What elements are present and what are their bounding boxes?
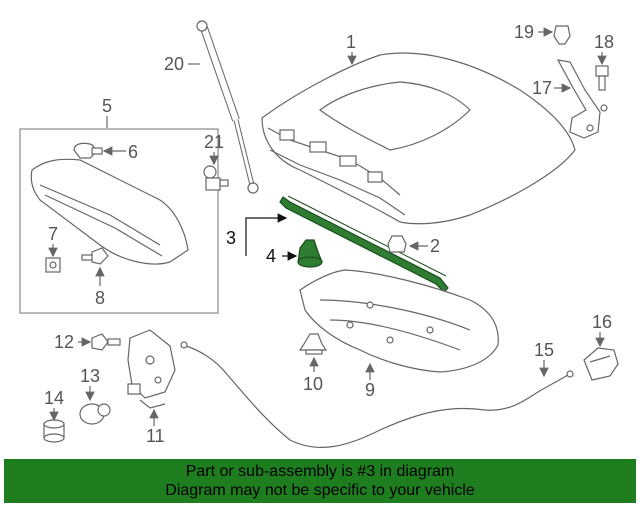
cushion-part[interactable] (43, 419, 65, 443)
callout-7: 7 (48, 224, 58, 244)
callout-1: 1 (346, 32, 356, 52)
banner-line-1: Part or sub-assembly is #3 in diagram (185, 463, 455, 480)
callout-13: 13 (80, 366, 100, 386)
callout-19: 19 (514, 22, 534, 42)
callout-12: 12 (54, 332, 74, 352)
hinge-bolt-part[interactable] (595, 65, 609, 91)
bumper-part[interactable] (387, 235, 407, 253)
callout-3: 3 (226, 228, 236, 248)
info-banner: Part or sub-assembly is #3 in diagram Di… (4, 459, 636, 503)
banner-line-2: Diagram may not be specific to your vehi… (165, 482, 475, 499)
callout-17: 17 (532, 78, 552, 98)
release-handle-part[interactable] (583, 347, 619, 381)
washer-part[interactable] (79, 403, 111, 425)
callout-8: 8 (95, 288, 105, 308)
leader-lines (48, 27, 607, 426)
latch-part[interactable] (127, 329, 176, 409)
insulator-clip-part[interactable] (298, 333, 328, 355)
callout-18: 18 (594, 32, 614, 52)
hinge-part[interactable] (556, 59, 608, 139)
release-cable-part[interactable] (180, 341, 574, 448)
callout-9: 9 (365, 380, 375, 400)
callout-10: 10 (303, 374, 323, 394)
insulator-part[interactable] (299, 269, 499, 373)
hood-bumper-part[interactable] (553, 25, 571, 45)
clip-part[interactable] (297, 239, 323, 268)
callout-4: 4 (266, 246, 276, 266)
callout-21: 21 (204, 132, 224, 152)
callout-11: 11 (146, 426, 165, 446)
callout-16: 16 (592, 312, 612, 332)
ball-stud-part[interactable] (203, 165, 229, 191)
garnish-assembly-box (19, 128, 219, 314)
lift-support-part[interactable] (196, 20, 259, 194)
callout-14: 14 (44, 388, 64, 408)
callout-5: 5 (102, 96, 112, 116)
hood-part[interactable] (261, 52, 576, 225)
callout-6: 6 (128, 142, 138, 162)
callout-2: 2 (430, 236, 440, 256)
callout-15: 15 (534, 340, 554, 360)
latch-bolt-part[interactable] (91, 333, 121, 351)
callout-20: 20 (164, 54, 184, 74)
